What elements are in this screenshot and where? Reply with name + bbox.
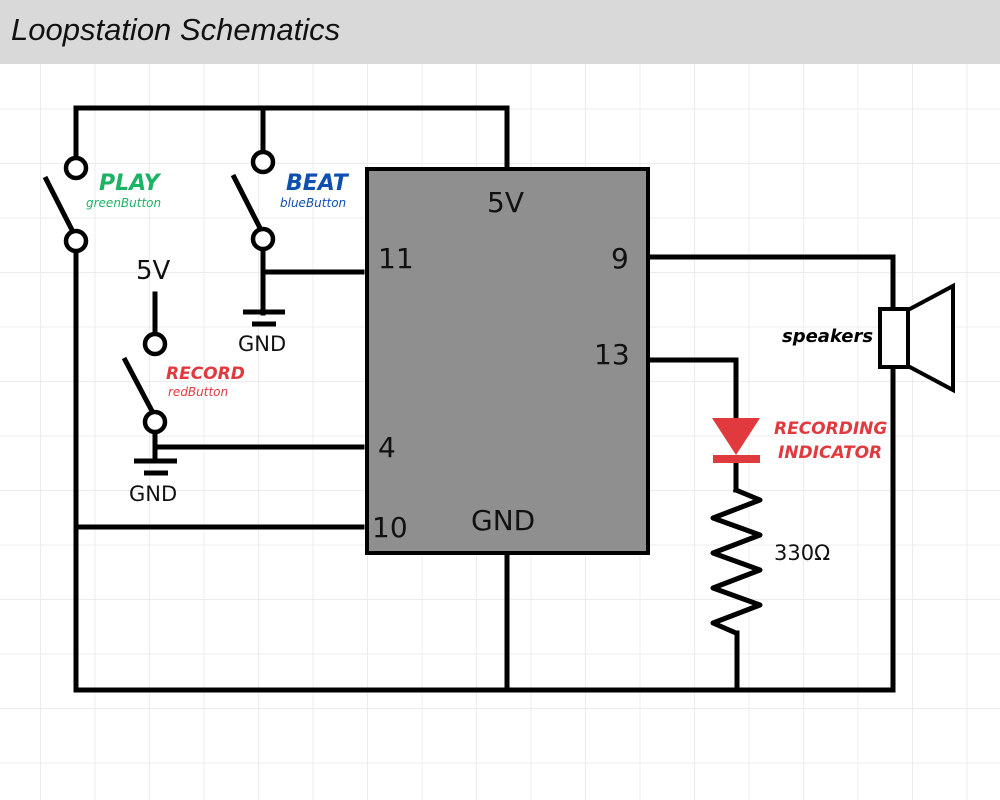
record-switch-lever	[121, 356, 155, 413]
record-contact-top	[142, 331, 168, 357]
pin-9-label: 9	[611, 242, 629, 275]
record-gnd-label: GND	[129, 482, 178, 506]
pin-11-label: 11	[378, 242, 414, 275]
wire-5v-rail	[73, 105, 510, 171]
pin-10-label: 10	[372, 511, 408, 544]
chip-gnd-pin-label: GND	[471, 504, 536, 537]
wire-pin11	[260, 249, 365, 275]
speaker-label: speakers	[782, 326, 874, 347]
led-diode-icon	[712, 418, 760, 463]
title-bar: Loopstation Schematics	[0, 0, 1000, 64]
record-button-label: RECORD	[166, 364, 245, 384]
beat-button-sub: blueButton	[280, 196, 347, 210]
led-label-line1: RECORDING	[774, 419, 888, 439]
resistor-value-label: 330Ω	[774, 541, 831, 565]
pin-4-label: 4	[378, 431, 396, 464]
wire-pin13	[647, 357, 739, 421]
play-contact-bottom	[63, 228, 89, 254]
beat-gnd-label: GND	[238, 332, 287, 356]
record-contact-bottom	[142, 409, 168, 435]
wire-pin9	[647, 254, 896, 313]
pin-13-label: 13	[594, 338, 630, 371]
chip-5v-pin-label: 5V	[487, 186, 524, 219]
page-title: Loopstation Schematics	[11, 12, 341, 47]
play-button-sub: greenButton	[86, 196, 162, 210]
resistor-zigzag	[710, 486, 763, 637]
speaker-icon	[878, 282, 955, 394]
wire-ground-rail	[73, 365, 896, 693]
beat-switch-lever	[230, 173, 263, 230]
beat-button-label: BEAT	[286, 171, 348, 196]
microcontroller-chip	[365, 167, 650, 555]
play-switch-lever	[42, 175, 75, 232]
play-button-label: PLAY	[99, 171, 160, 196]
record-5v-label: 5V	[136, 256, 171, 286]
wire-pin4	[152, 431, 365, 450]
record-button-sub: redButton	[168, 385, 229, 399]
led-label-line2: INDICATOR	[778, 443, 883, 463]
beat-contact-bottom	[250, 226, 276, 252]
play-contact-top	[63, 155, 89, 181]
beat-contact-top	[250, 149, 276, 175]
